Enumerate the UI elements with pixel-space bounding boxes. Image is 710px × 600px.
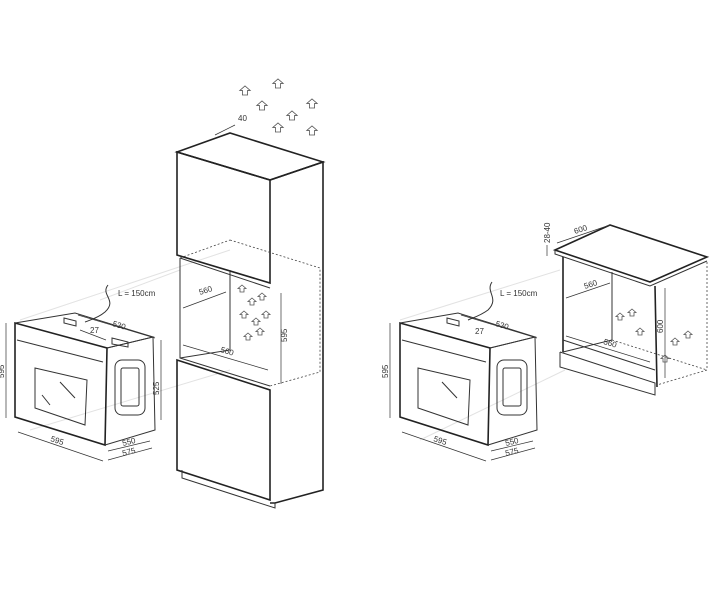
airflow-arrow-icon (254, 327, 266, 336)
airflow-arrow-icon (250, 317, 262, 326)
power-cable (84, 284, 111, 323)
offset-label: 27 (90, 326, 99, 335)
side-vent (114, 359, 146, 416)
airflow-arrow-icon (305, 125, 319, 136)
side-vent (496, 359, 528, 416)
airflow-arrow-icon (669, 337, 681, 346)
height-front-label: 595 (381, 364, 390, 378)
airflow-arrow-icon (236, 284, 248, 293)
airflow-arrow-icon (626, 308, 638, 317)
depth-body-label: 550 (504, 436, 520, 448)
airflow-arrow-icon (260, 310, 272, 319)
depth-top-label: 530 (111, 319, 127, 331)
niche-height-label: 600 (656, 319, 665, 333)
airflow-arrow-icon (255, 100, 269, 111)
airflow-arrow-icon (634, 327, 646, 336)
airflow-arrow-icon (271, 78, 285, 89)
niche-width-top-label: 560 (198, 284, 214, 297)
niche-width-top-label: 560 (583, 278, 599, 291)
power-cable (467, 281, 494, 321)
offset-label: 27 (475, 327, 484, 336)
niche-width-bottom-label: 560 (219, 345, 235, 357)
vent-gap-label: 40 (238, 114, 247, 123)
tall-cabinet: 40 560 560 595 (174, 114, 326, 509)
cable-length-label: L = 150cm (118, 289, 156, 298)
airflow-arrow-icon (242, 332, 254, 341)
airflow-arrow-icon (659, 354, 671, 363)
airflow-arrow-icon (271, 122, 285, 133)
width-label: 595 (49, 434, 65, 447)
airflow-arrow-icon (614, 312, 626, 321)
base-cabinet: 28-40 600 560 560 600 (543, 222, 710, 396)
right-oven: L = 150cm 530 27 595 595 550 575 (381, 281, 538, 462)
worktop-gap-label: 28-40 (543, 222, 552, 243)
depth-body-label: 550 (121, 436, 137, 448)
airflow-arrow-icon (682, 330, 694, 339)
depth-total-label: 575 (504, 446, 520, 458)
niche-width-bottom-label: 560 (602, 337, 618, 349)
airflow-arrow-icon (285, 110, 299, 121)
airflow-arrows (236, 78, 694, 363)
airflow-arrow-icon (238, 310, 250, 319)
width-label: 595 (432, 434, 448, 447)
cable-length-label: L = 150cm (500, 289, 538, 298)
height-body-label: 525 (152, 381, 161, 395)
airflow-arrow-icon (256, 292, 268, 301)
airflow-arrow-icon (238, 85, 252, 96)
airflow-arrow-icon (305, 98, 319, 109)
guide-lines (19, 249, 566, 441)
left-oven: L = 150cm 530 27 595 525 595 550 575 (0, 284, 162, 462)
niche-height-label: 595 (280, 328, 289, 342)
depth-total-label: 575 (121, 446, 137, 458)
depth-top-label: 530 (494, 319, 510, 331)
airflow-arrow-icon (246, 297, 258, 306)
height-front-label: 595 (0, 364, 6, 378)
worktop-depth-label: 600 (573, 223, 589, 236)
